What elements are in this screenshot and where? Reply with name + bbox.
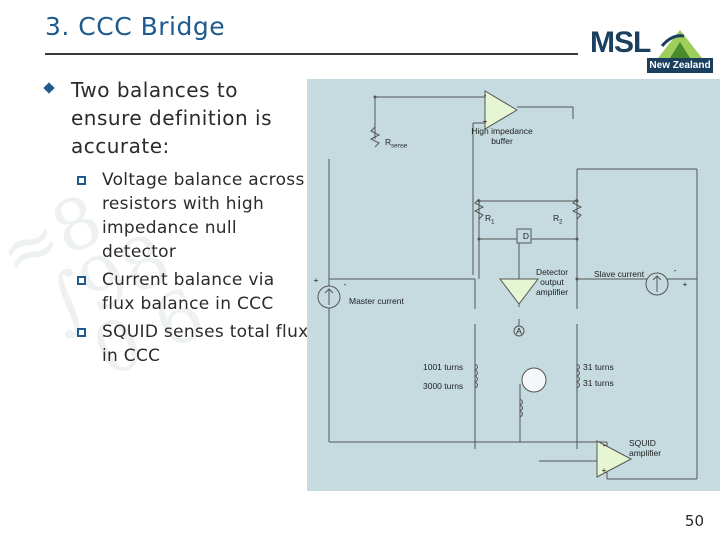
master-minus-sign: - xyxy=(343,279,347,289)
main-bullet-text: Two balances to ensure definition is acc… xyxy=(71,78,272,158)
bullet-content: Two balances to ensure definition is acc… xyxy=(43,76,310,372)
detector-amp-label: Detector output amplifier xyxy=(535,267,569,297)
main-bullet: Two balances to ensure definition is acc… xyxy=(43,76,310,160)
slide-title: 3. CCC Bridge xyxy=(45,12,226,41)
sub-bullet: Voltage balance across resistors with hi… xyxy=(77,168,310,264)
square-bullet-icon xyxy=(77,176,86,185)
detector-box-icon xyxy=(516,228,532,244)
square-bullet-icon xyxy=(77,276,86,285)
coil-squid-icon xyxy=(519,398,523,418)
buffer-minus-sign: - xyxy=(483,90,487,100)
r1-label: R1 xyxy=(485,213,495,226)
r-sense-label: Rsense xyxy=(385,137,408,150)
turns-3000-label: 3000 turns xyxy=(423,381,464,391)
slave-current-label: Slave current xyxy=(594,269,645,279)
buffer-plus-sign: + xyxy=(482,116,488,126)
diamond-bullet-icon xyxy=(43,82,55,94)
ammeter-icon xyxy=(513,325,525,337)
turns-1001-label: 1001 turns xyxy=(423,362,464,372)
squid-sensor-icon xyxy=(521,367,547,393)
title-divider xyxy=(45,53,578,55)
sub-bullet: Current balance via flux balance in CCC xyxy=(77,268,310,316)
turns-31-label: 31 turns xyxy=(583,362,614,372)
turns-31-label: 31 turns xyxy=(583,378,614,388)
sub-bullet-text: Voltage balance across resistors with hi… xyxy=(102,170,305,262)
sub-bullet-text: Current balance via flux balance in CCC xyxy=(102,270,275,314)
squid-amp-label: SQUID amplifier xyxy=(629,438,662,458)
ammeter-letter: A xyxy=(516,326,522,336)
sub-bullet: SQUID senses total flux in CCC xyxy=(77,320,310,368)
slave-plus-sign: + xyxy=(682,279,688,289)
logo-name: MSL xyxy=(590,26,651,59)
sub-bullet-list: Voltage balance across resistors with hi… xyxy=(45,168,310,368)
squid-plus-sign: + xyxy=(601,465,607,475)
r2-label: R2 xyxy=(553,213,563,226)
sub-bullet-text: SQUID senses total flux in CCC xyxy=(102,322,309,366)
detector-letter: D xyxy=(522,231,530,241)
coil-1001-turns-icon xyxy=(474,363,478,389)
resistor-rsense-icon xyxy=(369,126,381,148)
square-bullet-icon xyxy=(77,328,86,337)
resistor-r1-icon xyxy=(473,198,485,220)
circuit-schematic xyxy=(317,90,698,480)
resistor-r2-icon xyxy=(571,198,583,220)
ccc-bridge-circuit-diagram: - + High impedance buffer Rsense R1 R2 D… xyxy=(307,79,720,491)
page-number: 50 xyxy=(684,512,704,530)
logo-subtitle: New Zealand xyxy=(647,58,713,73)
squid-minus-sign: - xyxy=(602,440,606,450)
detector-amplifier-icon xyxy=(498,278,540,305)
logo-mark-icon xyxy=(658,30,702,58)
coil-31-turns-icon xyxy=(576,363,580,389)
squid-amplifier-icon xyxy=(596,440,633,478)
msl-logo: MSL New Zealand xyxy=(590,22,715,77)
buffer-label: High impedance buffer xyxy=(471,126,533,146)
slave-minus-sign: - xyxy=(673,265,677,275)
master-plus-sign: + xyxy=(313,275,319,285)
buffer-amplifier-icon xyxy=(484,90,518,130)
master-current-label: Master current xyxy=(349,296,404,306)
